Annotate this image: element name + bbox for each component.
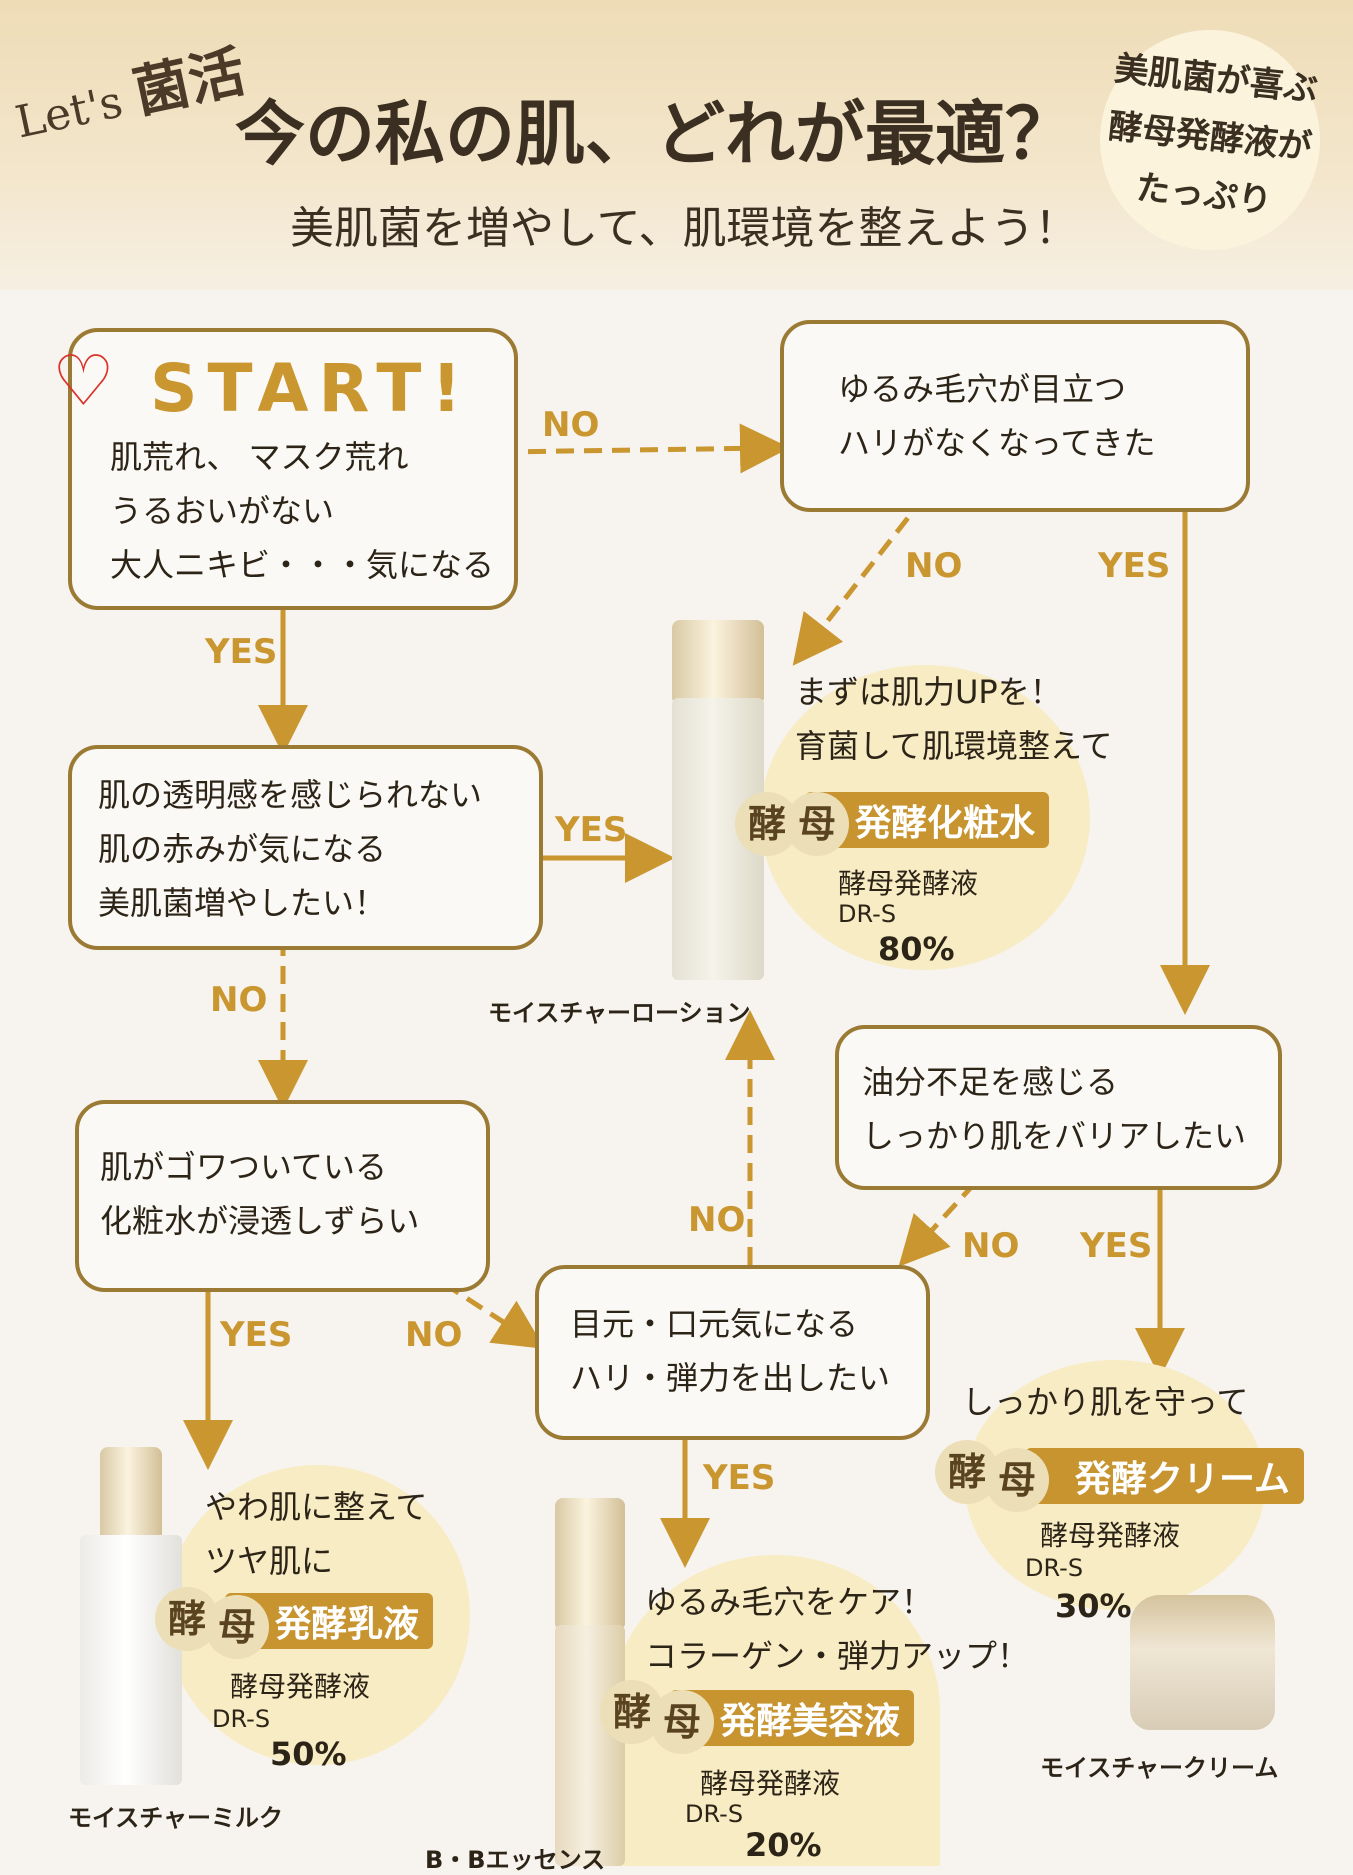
lotion-ingredient: 酵母発酵液 [838,867,979,900]
heart-icon: ♡ [52,340,115,422]
arrow-stiff-no [418,1265,545,1349]
label-yes-start: YES [205,632,278,672]
question-pores-box [780,320,1250,512]
essence-caption: B・Bエッセンス [425,1846,606,1874]
arrow-pores-no [792,494,927,666]
question-eyes: 目元・口元気になる ハリ・弾力を出したい [570,1305,891,1397]
question-pores: ゆるみ毛穴が目立つ ハリがなくなってきた [838,370,1156,462]
label-yes-clarity: YES [555,810,628,850]
question-stiff-box [75,1100,490,1292]
label-yes-eyes: YES [703,1458,776,1498]
cream-percent: 30% [1055,1587,1132,1625]
badge-circle [1100,30,1320,250]
lotion-percent: 80% [878,930,955,968]
lotion-caption: モイスチャーローション [488,999,751,1027]
cream-headline: しっかり肌を守って [962,1383,1249,1421]
essence-percent: 20% [745,1826,822,1864]
yeast-char-1: 酵 [935,1440,999,1504]
essence-headline: ゆるみ毛穴をケア！ コラーゲン・弾力アップ！ [645,1583,1030,1675]
yeast-char-2: 母 [785,792,849,856]
milk-code: DR-S [212,1705,271,1733]
label-yes-stiff: YES [220,1315,293,1355]
question-oil-box [835,1025,1282,1190]
start-question: 肌荒れ、 マスク荒れ うるおいがない 大人ニキビ・・・気になる [110,438,495,584]
question-clarity-box [68,745,543,950]
yeast-char-1: 酵 [735,792,799,856]
milk-ingredient: 酵母発酵液 [230,1670,371,1703]
cream-code: DR-S [1025,1554,1084,1582]
cream-caption: モイスチャークリーム [1040,1754,1279,1782]
label-no-stiff: NO [405,1315,463,1355]
label-no-start: NO [542,405,600,445]
essence-bottle-cap [555,1498,625,1628]
label-no-oil: NO [962,1226,1020,1266]
milk-percent: 50% [270,1735,347,1773]
cream-jar [1130,1595,1275,1730]
yeast-char-2: 母 [985,1448,1049,1512]
start-box [68,328,518,610]
essence-bottle [555,1625,625,1866]
page-title: 今の私の肌、どれが最適？ [235,92,1075,175]
milk-bottle-cap [100,1447,162,1539]
label-yes-oil: YES [1080,1226,1153,1266]
yeast-char-2: 母 [650,1690,714,1754]
essence-code: DR-S [685,1800,744,1828]
page-subtitle: 美肌菌を増やして、肌環境を整えよう！ [290,203,1079,254]
lotion-headline: まずは肌力UPを！ 育菌して肌環境整えて [795,673,1113,765]
cream-ingredient: 酵母発酵液 [1040,1519,1181,1552]
lotion-bottle-cap [672,620,764,702]
label-no-eyes: NO [688,1200,746,1240]
milk-bottle [80,1535,182,1785]
question-eyes-box [535,1265,930,1440]
yeast-char-2: 母 [205,1595,269,1659]
label-yes-pores: YES [1098,546,1171,586]
essence-name: 発酵美容液 [670,1690,915,1746]
question-stiff: 肌がゴワついている 化粧水が浸透しずらい [100,1148,420,1240]
cream-name: 発酵クリーム [1025,1448,1304,1504]
question-clarity: 肌の透明感を感じられない 肌の赤みが気になる 美肌菌増やしたい！ [98,776,483,922]
milk-headline: やわ肌に整えて ツヤ肌に [205,1488,428,1580]
essence-ingredient: 酵母発酵液 [700,1767,841,1800]
start-label: START! [150,350,472,427]
lotion-code: DR-S [838,900,897,928]
label-no-clarity: NO [210,980,268,1020]
arrow-start-no [499,423,790,474]
milk-caption: モイスチャーミルク [68,1804,284,1832]
question-oil: 油分不足を感じる しっかり肌をバリアしたい [862,1063,1247,1155]
label-no-pores: NO [905,546,963,586]
arrow-oil-no [898,1181,977,1267]
